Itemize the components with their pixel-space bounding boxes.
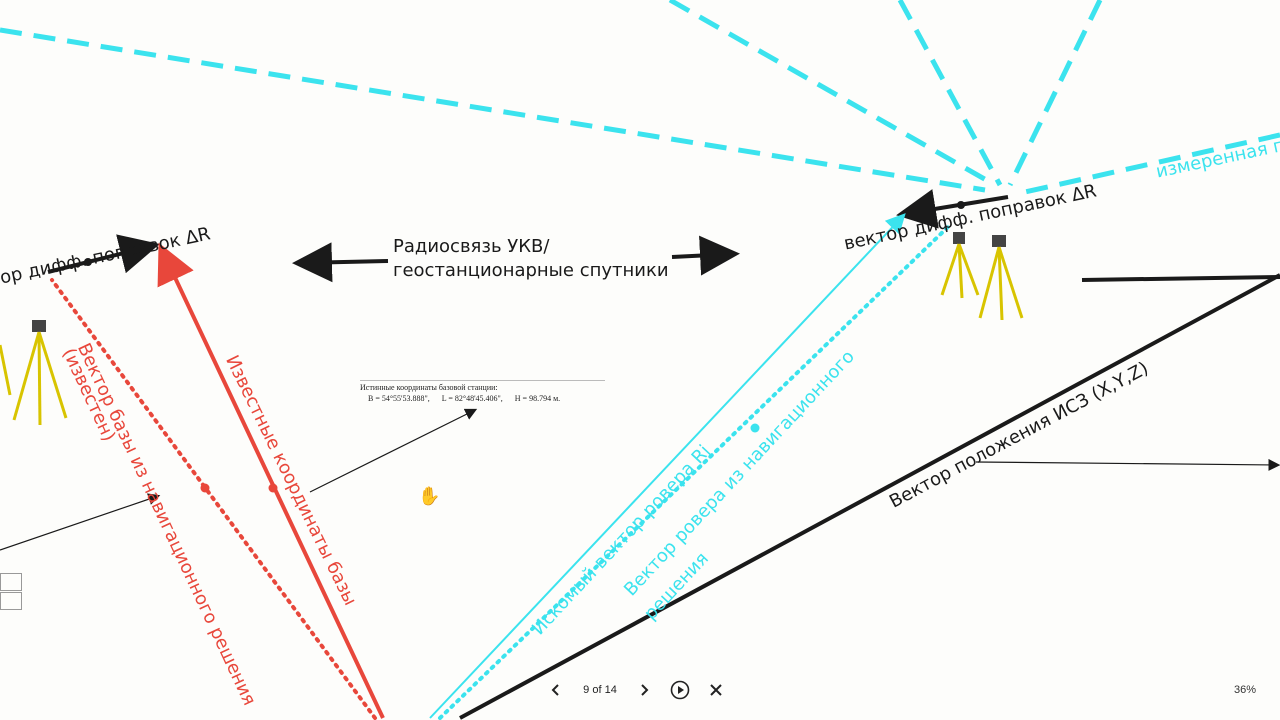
doc-l-value: L = 82°48'45.406",: [441, 394, 503, 403]
satellite-signals: [0, 0, 1280, 195]
close-icon[interactable]: [700, 674, 732, 706]
doc-b-value: B = 54°55'53.888",: [368, 394, 430, 403]
partial-table: [0, 572, 22, 610]
presentation-toolbar: 9 of 14: [540, 672, 740, 708]
rover-sought-vector: [429, 213, 906, 719]
zoom-level: 36%: [1233, 684, 1256, 696]
page-indicator: 9 of 14: [583, 684, 617, 696]
right-correction-vector: [896, 189, 1009, 229]
chevron-left-icon[interactable]: [540, 674, 572, 706]
base-tripod-icon: [0, 320, 68, 426]
doc-h-value: H = 98.794 м.: [514, 394, 561, 403]
base-coords-document: Истинные координаты базовой станции: B =…: [360, 380, 605, 403]
rover-tripod-icon: [940, 232, 1024, 321]
left-correction-vector: [47, 234, 160, 274]
doc-title: Истинные координаты базовой станции:: [360, 383, 498, 392]
play-circle-icon[interactable]: [664, 674, 696, 706]
satellite-position-vector: [459, 273, 1280, 720]
base-nav-vector: [50, 278, 377, 720]
radio-link-arrows: [292, 235, 740, 283]
base-known-vector: [157, 242, 385, 719]
pointer-arrows: [0, 408, 1280, 551]
chevron-right-icon[interactable]: [628, 674, 660, 706]
hand-cursor-icon: ✋: [418, 486, 441, 507]
radio-label-line2: геостанционарные спутники: [393, 260, 669, 281]
rover-nav-vector: [438, 223, 952, 720]
radio-label-line1: Радиосвязь УКВ/: [393, 236, 550, 257]
